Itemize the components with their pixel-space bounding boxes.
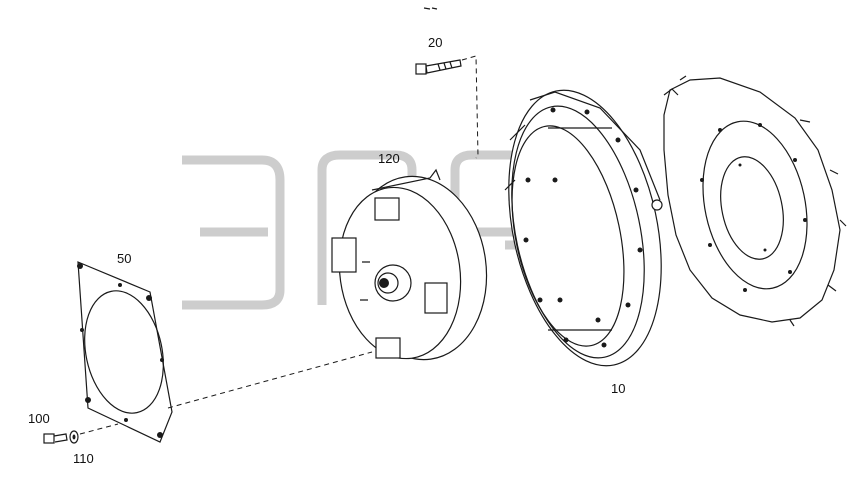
part-label-20: 20 bbox=[428, 35, 443, 50]
torque-converter-part-120 bbox=[331, 168, 488, 361]
part-label-110: 110 bbox=[73, 451, 94, 466]
part-label-100: 100 bbox=[28, 411, 50, 426]
washer-part-110 bbox=[69, 423, 119, 444]
cover-plate-part-50 bbox=[77, 261, 373, 443]
bell-housing-part-10 bbox=[504, 89, 663, 367]
flywheel-housing bbox=[663, 75, 847, 327]
part-label-120: 120 bbox=[378, 151, 400, 166]
part-label-50: 50 bbox=[117, 251, 132, 266]
part-label-10: 10 bbox=[611, 381, 626, 396]
screw-part-100 bbox=[43, 433, 68, 444]
bolt-part-20 bbox=[415, 55, 479, 159]
